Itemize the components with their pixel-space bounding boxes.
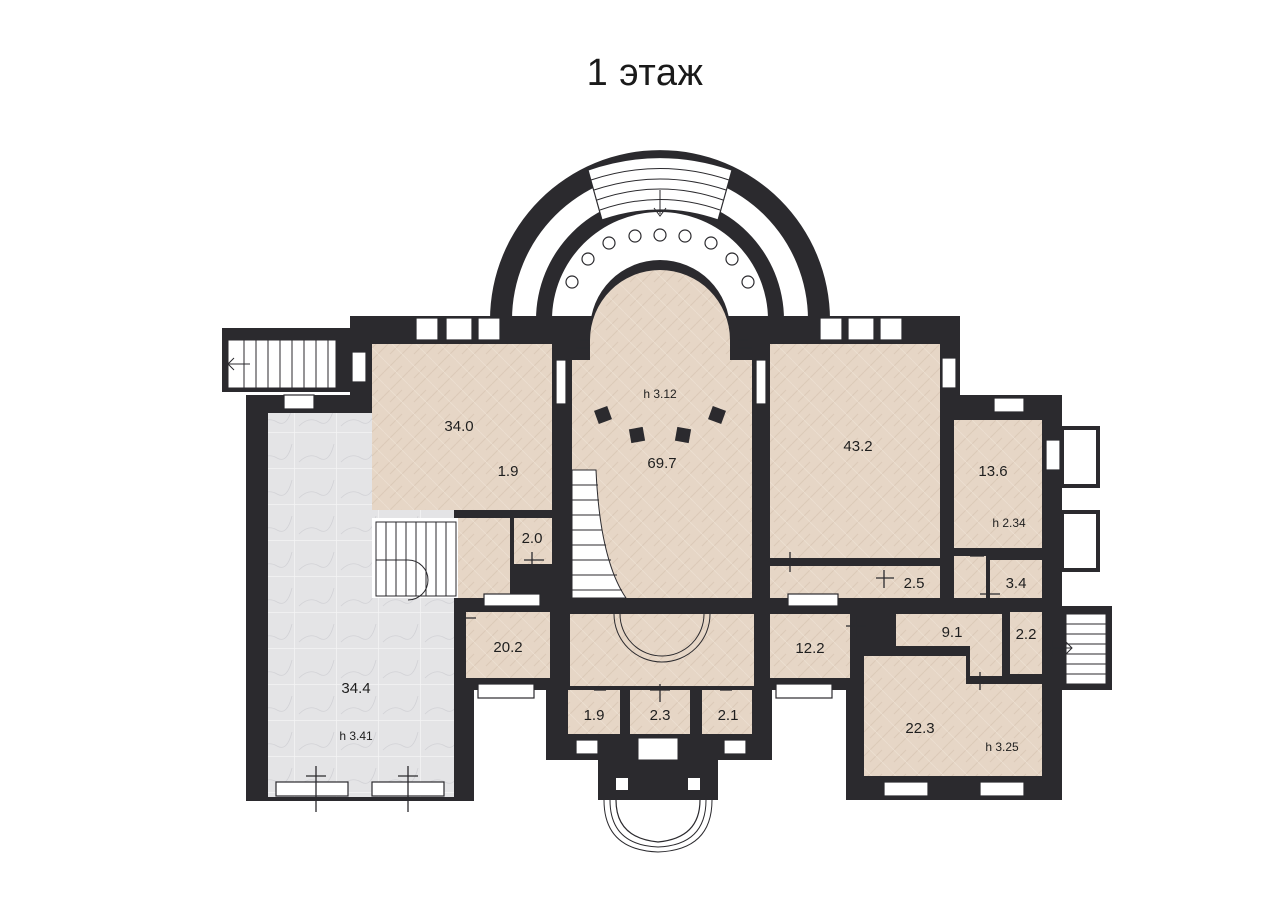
room-vest-right — [702, 690, 752, 734]
height-label-hall: h 3.12 — [643, 387, 677, 401]
area-label-wc-east: 2.2 — [1016, 626, 1037, 643]
room-right-small — [770, 614, 850, 678]
rooms — [268, 270, 1042, 797]
room-left-passage — [458, 518, 510, 598]
door-markers — [306, 339, 1064, 812]
area-label-terrace: 34.4 — [341, 680, 370, 697]
room-wc-east — [1010, 612, 1042, 674]
windows — [275, 317, 1061, 797]
room-labels: 69.7 h 3.12 34.0 1.9 43.2 13.6 h 2.34 2.… — [339, 387, 1036, 754]
stairs-west — [222, 328, 350, 392]
area-label-kitchen-left: 20.2 — [493, 639, 522, 656]
stair-left — [372, 518, 458, 598]
room-southeast — [864, 656, 1042, 776]
area-label-hall: 69.7 — [647, 455, 676, 472]
room-east-bedroom — [954, 420, 1042, 548]
area-label-vest-mid: 2.3 — [650, 707, 671, 724]
height-label-terrace: h 3.41 — [339, 729, 373, 743]
area-label-right-room: 43.2 — [843, 438, 872, 455]
area-label-storage-a: 2.0 — [522, 530, 543, 547]
hall-pillars — [594, 406, 726, 444]
balconies-east — [1060, 426, 1100, 572]
area-label-southeast: 22.3 — [905, 720, 934, 737]
entrance-stairs-south — [603, 737, 713, 853]
room-vest-left — [568, 690, 620, 734]
area-label-left-closet: 1.9 — [498, 463, 519, 480]
room-kitchen-left — [466, 612, 550, 678]
height-label-southeast: h 3.25 — [985, 740, 1019, 754]
north-rotunda — [490, 150, 830, 326]
area-label-room-right-small: 12.2 — [795, 640, 824, 657]
room-hall — [572, 270, 752, 598]
area-label-bath-east: 3.4 — [1006, 575, 1027, 592]
area-label-east-bedroom: 13.6 — [978, 463, 1007, 480]
room-storage-a — [514, 518, 552, 564]
area-label-storage-b: 2.5 — [904, 575, 925, 592]
area-label-left-room: 34.0 — [444, 418, 473, 435]
area-label-corridor-east: 9.1 — [942, 624, 963, 641]
area-label-vest-left: 1.9 — [584, 707, 605, 724]
columns — [565, 228, 755, 289]
room-hall-lower — [570, 614, 754, 686]
floor-title: 1 этаж — [586, 52, 704, 94]
room-right-passage — [770, 566, 940, 598]
room-right — [770, 344, 940, 558]
entrance-stairs-north — [587, 156, 733, 221]
area-label-vest-right: 2.1 — [718, 707, 739, 724]
room-corridor-east-2 — [970, 614, 1002, 676]
room-east-stair — [954, 556, 986, 598]
room-bath-east — [990, 560, 1042, 598]
height-label-east-bedroom: h 2.34 — [992, 516, 1026, 530]
stairs-east — [1050, 606, 1112, 690]
room-left — [372, 344, 552, 510]
